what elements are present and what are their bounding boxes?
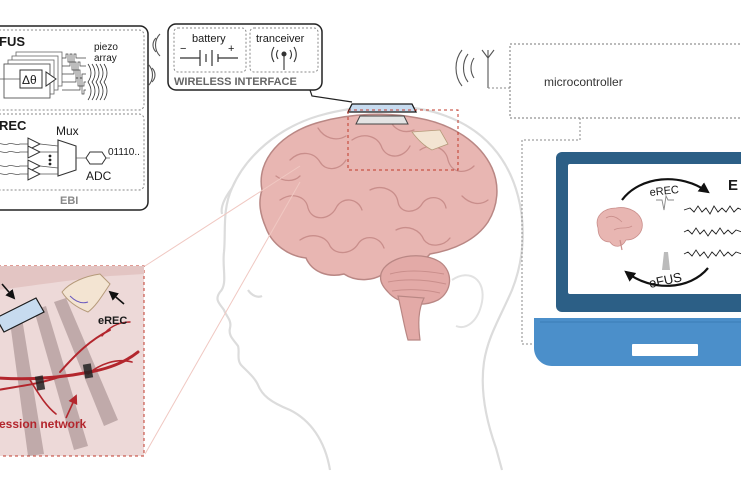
- rec-dots: [48, 154, 52, 166]
- laptop-erec-label: eREC: [649, 184, 679, 199]
- ear: [451, 274, 484, 328]
- rec-inputs: [0, 143, 28, 175]
- erec-spike-icon: [656, 194, 674, 211]
- amplifier-triangle: [45, 71, 57, 87]
- adc-label: ADC: [86, 169, 112, 183]
- transceiver-label: tranceiver: [256, 33, 305, 45]
- mcu-to-laptop-connector: [521, 118, 581, 345]
- rec-amplifiers: [27, 137, 42, 181]
- brain: [259, 113, 498, 341]
- wireless-waves-left: [147, 33, 161, 87]
- ebi-fus-label: FUS: [0, 34, 25, 49]
- adc-block: [85, 151, 107, 165]
- laptop-signal-traces: [683, 205, 741, 259]
- piezo-label-2: array: [94, 53, 117, 64]
- microcontroller-antenna: [455, 49, 495, 88]
- efus-beam-icon: [662, 252, 670, 270]
- wireless-title: WIRELESS INTERFACE: [174, 76, 297, 88]
- head-silhouette: [216, 105, 524, 471]
- laptop-brain-icon: [596, 207, 643, 251]
- battery-label: battery: [192, 33, 226, 45]
- cycle-arrow-bottom: [624, 267, 709, 287]
- laptop-trackpad: [632, 344, 698, 356]
- erec-electrode-small: [411, 129, 449, 151]
- inset-erec-electrode: [61, 273, 111, 313]
- fus-waveforms: [62, 53, 86, 95]
- inset-arrow-network: [65, 394, 78, 419]
- ebi-title: EBI: [60, 195, 78, 207]
- adc-bits: 01110..: [108, 147, 140, 158]
- ebi-rec-label: REC: [0, 118, 27, 133]
- mux-label: Mux: [56, 124, 79, 138]
- antenna-icon: [271, 46, 297, 70]
- laptop-efus-label: eFUS: [648, 269, 684, 291]
- inset-network-label: ession network: [0, 417, 87, 431]
- laptop-corner-letter: E: [728, 177, 738, 194]
- zoom-line-bottom: [144, 181, 301, 455]
- laptop: [534, 152, 741, 366]
- battery-icon: [180, 50, 238, 66]
- cycle-arrow-top: [621, 178, 710, 201]
- microcontroller-label: microcontroller: [544, 75, 623, 89]
- wireless-connector: [309, 89, 353, 103]
- zoom-region: [347, 109, 459, 171]
- piezo-label-1: piezo: [94, 42, 118, 53]
- head-implant-array: [355, 115, 409, 125]
- inset-erec-label: eREC: [98, 315, 127, 327]
- head-implant-cap: [346, 103, 418, 113]
- microcontroller-box: [509, 43, 741, 119]
- wireless-interface-panel: [167, 23, 323, 91]
- zoom-line-top: [144, 165, 301, 267]
- inset-arrow-erec: [108, 290, 125, 305]
- inset-probe: [0, 297, 45, 333]
- ebi-delta-theta: Δθ: [22, 73, 37, 87]
- inset-arrow-probe: [1, 283, 16, 300]
- battery-minus: −: [180, 43, 186, 55]
- battery-plus: +: [228, 43, 234, 55]
- inset-panel: [0, 265, 145, 457]
- piezo-array: [87, 63, 108, 101]
- beamformer-stack: [0, 51, 63, 99]
- mux-block: [57, 139, 77, 177]
